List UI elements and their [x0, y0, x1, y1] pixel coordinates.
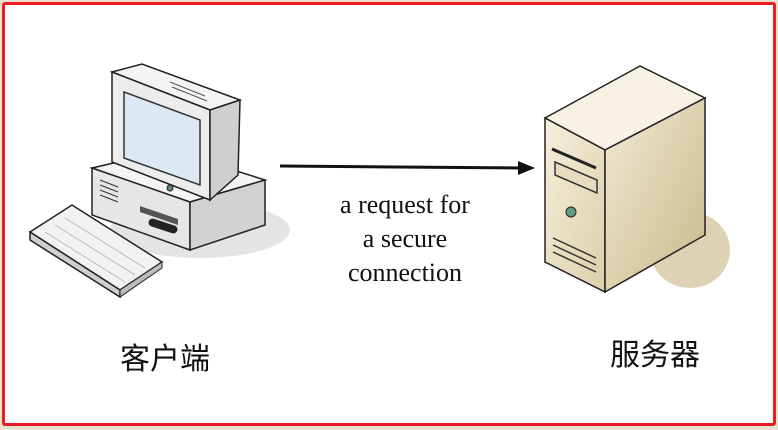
request-label: a request for a secure connection	[300, 188, 510, 290]
request-label-line-2: a secure	[362, 224, 448, 253]
request-label-line-3: connection	[347, 258, 463, 287]
server-label: 服务器	[610, 338, 700, 373]
request-arrow	[279, 161, 535, 175]
tower-server-icon	[543, 65, 730, 294]
request-label-line-1: a request for	[340, 190, 470, 219]
client-label: 客户端	[120, 342, 210, 377]
desktop-computer-icon	[28, 63, 290, 299]
